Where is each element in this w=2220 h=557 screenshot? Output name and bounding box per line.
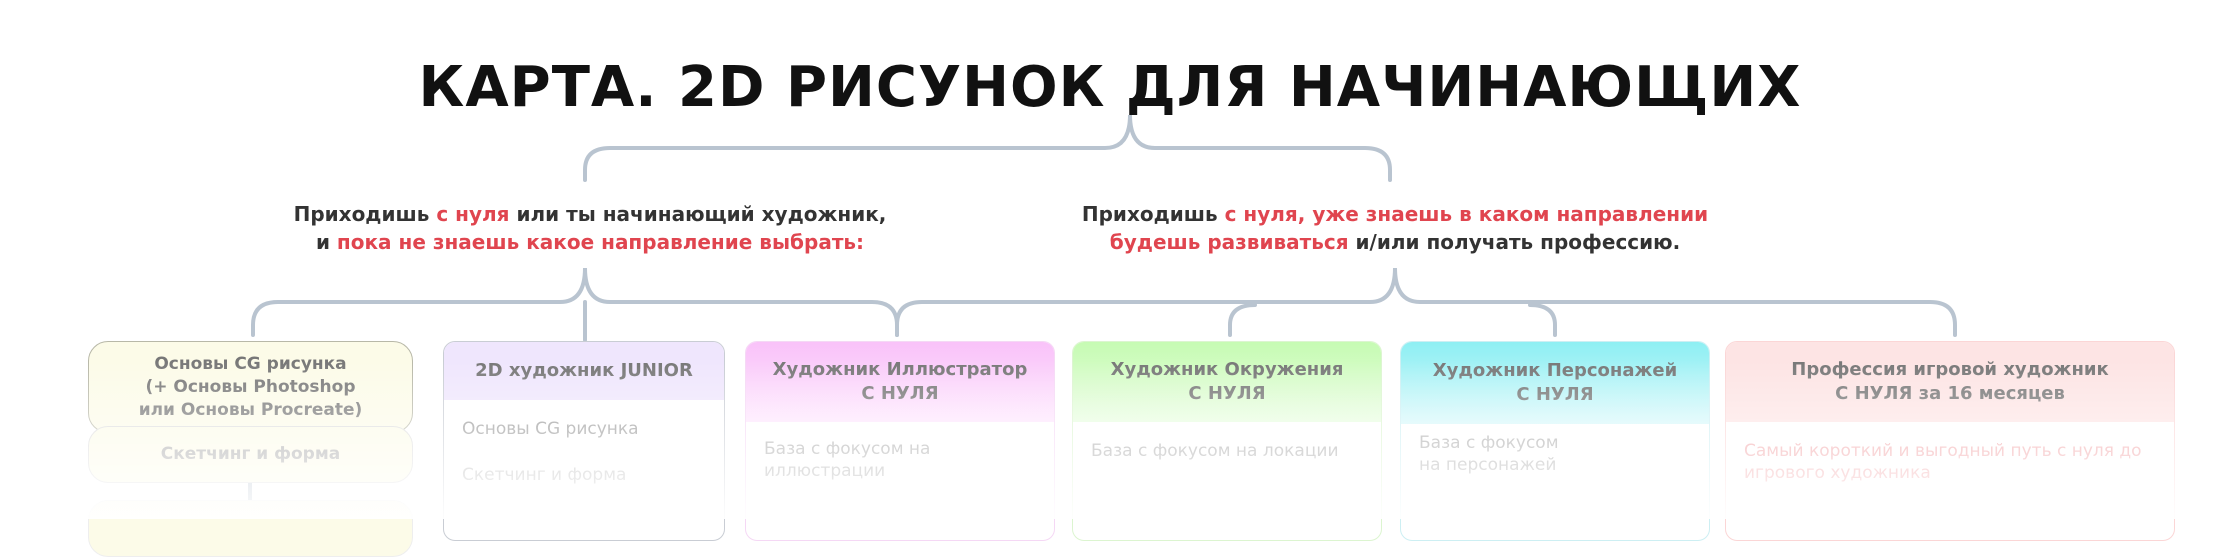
page-title: КАРТА. 2D РИСУНОК ДЛЯ НАЧИНАЮЩИХ	[418, 55, 1802, 120]
card-title: Художник Окружения С НУЛЯ	[1073, 342, 1381, 422]
card-item: База с фокусом на иллюстрации	[764, 439, 931, 481]
card-game-artist[interactable]: Профессия игровой художник С НУЛЯ за 16 …	[1725, 341, 2175, 541]
path-step-cg-basics[interactable]: Основы CG рисунка (+ Основы Photoshop ил…	[88, 341, 413, 433]
connector-lines	[248, 114, 1957, 502]
card-characters[interactable]: Художник Персонажей С НУЛЯ База с фокусо…	[1400, 341, 1710, 541]
left-intro: Приходишь с нуля или ты начинающий худож…	[293, 202, 887, 254]
card-environment[interactable]: Художник Окружения С НУЛЯ База с фокусом…	[1072, 341, 1382, 541]
card-item: База с фокусом на локации	[1091, 441, 1339, 461]
path-step-sketching[interactable]: Скетчинг и форма	[88, 426, 413, 483]
card-title: Художник Иллюстратор С НУЛЯ	[746, 342, 1054, 422]
card-junior[interactable]: 2D художник JUNIOR Основы CG рисунка Ске…	[443, 341, 725, 541]
card-item: Основы CG рисунка	[462, 419, 639, 439]
card-item: База с фокусом на персонажей	[1419, 433, 1559, 475]
card-title: Художник Персонажей С НУЛЯ	[1401, 342, 1709, 424]
card-item: Самый короткий и выгодный путь с нуля до…	[1744, 441, 2142, 483]
card-title: 2D художник JUNIOR	[444, 342, 724, 400]
path-step-next[interactable]	[88, 500, 413, 557]
card-illustrator[interactable]: Художник Иллюстратор С НУЛЯ База с фокус…	[745, 341, 1055, 541]
card-item: Скетчинг и форма	[462, 465, 627, 485]
card-title: Профессия игровой художник С НУЛЯ за 16 …	[1726, 342, 2174, 422]
right-intro: Приходишь с нуля, уже знаешь в каком нап…	[1081, 202, 1709, 254]
